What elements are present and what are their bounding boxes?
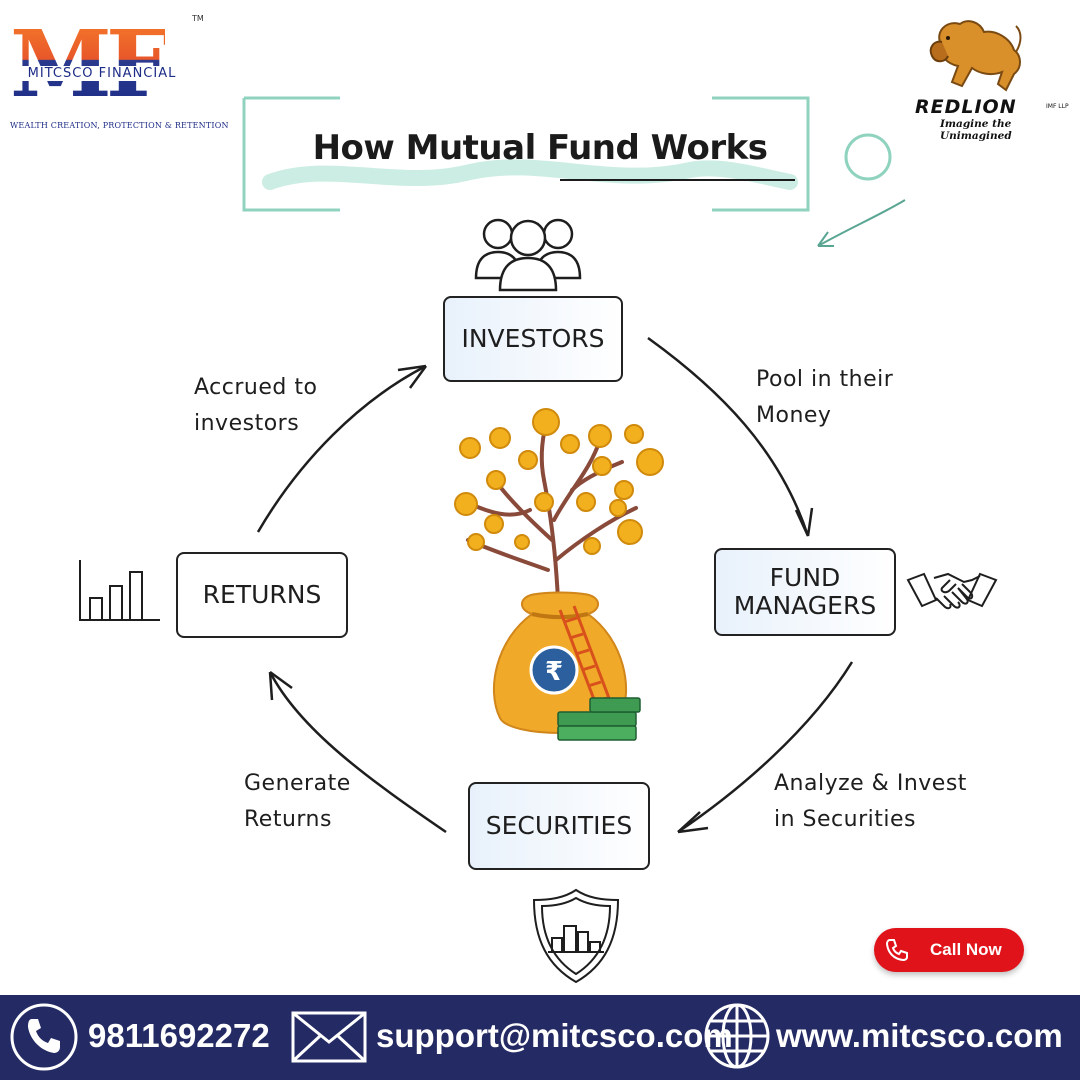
security-shield-icon	[532, 888, 620, 984]
label-accrued: Accrued to investors	[194, 370, 317, 442]
label-accrued-line1: Accrued to	[194, 375, 318, 400]
label-pool-line2: Money	[756, 403, 832, 428]
footer-phone[interactable]: 9811692272	[88, 1017, 270, 1054]
handshake-icon	[906, 572, 998, 610]
globe-icon	[704, 1003, 770, 1069]
arrow-investors-to-managers	[647, 336, 810, 537]
investors-box: INVESTORS	[443, 296, 623, 382]
footer-email[interactable]: support@mitcsco.com	[376, 1017, 733, 1054]
arrow-managers-to-securities	[677, 661, 854, 834]
label-pool-line1: Pool in their	[756, 367, 894, 392]
label-generate-line1: Generate	[244, 771, 351, 796]
footer-bar	[0, 995, 1080, 1080]
title-bracket-right	[712, 96, 810, 212]
page-title: How Mutual Fund Works	[312, 128, 768, 168]
footer-website[interactable]: www.mitcsco.com	[776, 1017, 1063, 1054]
label-accrued-line2: investors	[194, 411, 300, 436]
redlion-logo-suffix: IMF LLP	[1046, 103, 1069, 110]
svg-text:₹: ₹	[545, 657, 563, 687]
investors-group-icon	[474, 218, 582, 292]
lion-logo-icon	[929, 20, 1022, 92]
fund-managers-box: FUND MANAGERS	[714, 548, 896, 636]
arrow-securities-to-returns	[268, 671, 447, 834]
decor-circle	[844, 133, 892, 181]
returns-label: RETURNS	[202, 580, 322, 609]
phone-icon	[885, 939, 908, 962]
label-pool: Pool in their Money	[756, 362, 893, 434]
redlion-logo-tagline: Imagine the Unimagined	[940, 118, 1012, 142]
mf-logo-tagline: WEALTH CREATION, PROTECTION & RETENTION	[10, 121, 229, 130]
label-generate-line2: Returns	[244, 807, 332, 832]
decor-arrow	[817, 199, 906, 247]
mf-trademark: TM	[192, 14, 204, 23]
label-generate: Generate Returns	[244, 766, 351, 838]
label-analyze: Analyze & Invest in Securities	[774, 766, 967, 838]
mail-icon	[291, 1011, 367, 1063]
footer-phone-icon	[10, 1003, 78, 1071]
investors-label: INVESTORS	[461, 324, 605, 353]
bar-chart-icon	[79, 560, 160, 621]
label-analyze-line2: in Securities	[774, 807, 916, 832]
title-bracket-left	[242, 98, 340, 212]
returns-box: RETURNS	[176, 552, 348, 638]
securities-box: SECURITIES	[468, 782, 650, 870]
label-analyze-line1: Analyze & Invest	[774, 771, 967, 796]
redlion-logo-name: REDLION	[915, 96, 1017, 118]
call-now-button[interactable]: Call Now	[874, 928, 1024, 972]
title-highlight	[262, 159, 798, 190]
mf-logo-name: MITCSCO FINANCIAL	[22, 66, 182, 81]
mf-logo-letters: MF	[10, 10, 171, 118]
money-bag-icon: ₹	[454, 408, 664, 741]
call-now-label: Call Now	[930, 940, 1002, 959]
arrow-returns-to-investors	[256, 364, 427, 533]
fund-managers-label: FUND MANAGERS	[733, 563, 877, 620]
securities-label: SECURITIES	[485, 811, 633, 840]
